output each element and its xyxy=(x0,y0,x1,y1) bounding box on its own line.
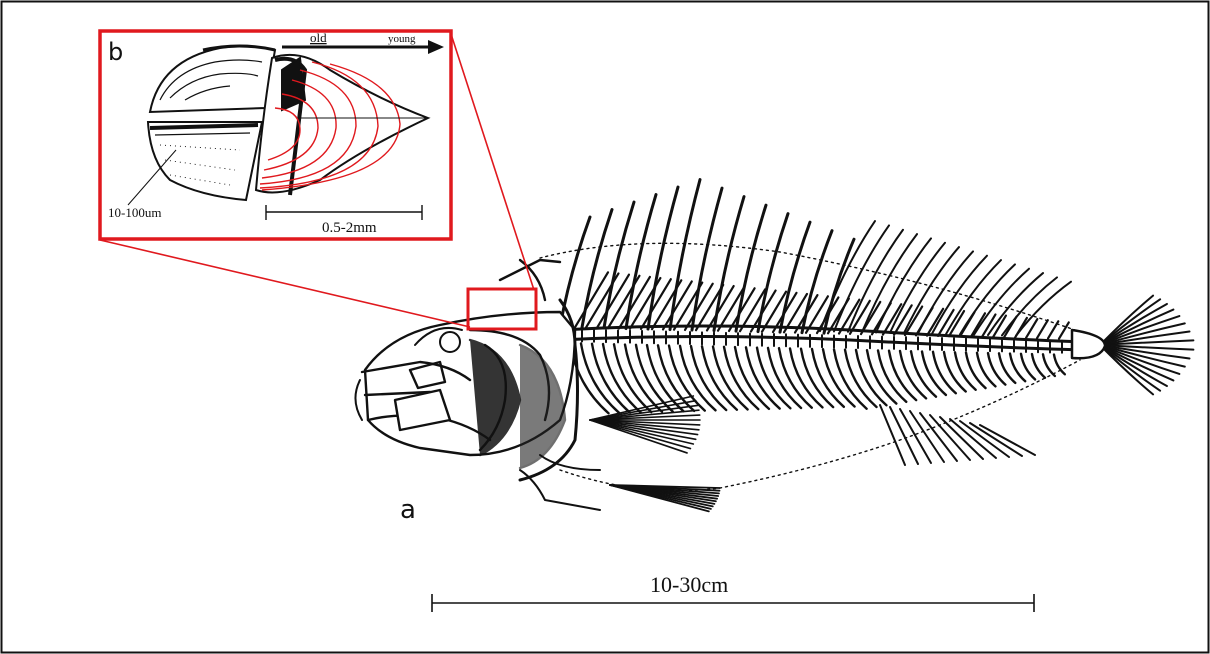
otolith-scale-label: 0.5-2mm xyxy=(322,220,377,236)
inset-panel-b: old young b 10-100um 0.5-2mm xyxy=(100,30,451,239)
label-old: old xyxy=(310,30,327,45)
panel-b-label: b xyxy=(108,38,123,66)
label-young: young xyxy=(388,33,416,45)
fish-scale-label: 10-30cm xyxy=(650,572,728,597)
increment-width-label: 10-100um xyxy=(108,205,161,220)
panel-a-label: a xyxy=(400,495,416,525)
